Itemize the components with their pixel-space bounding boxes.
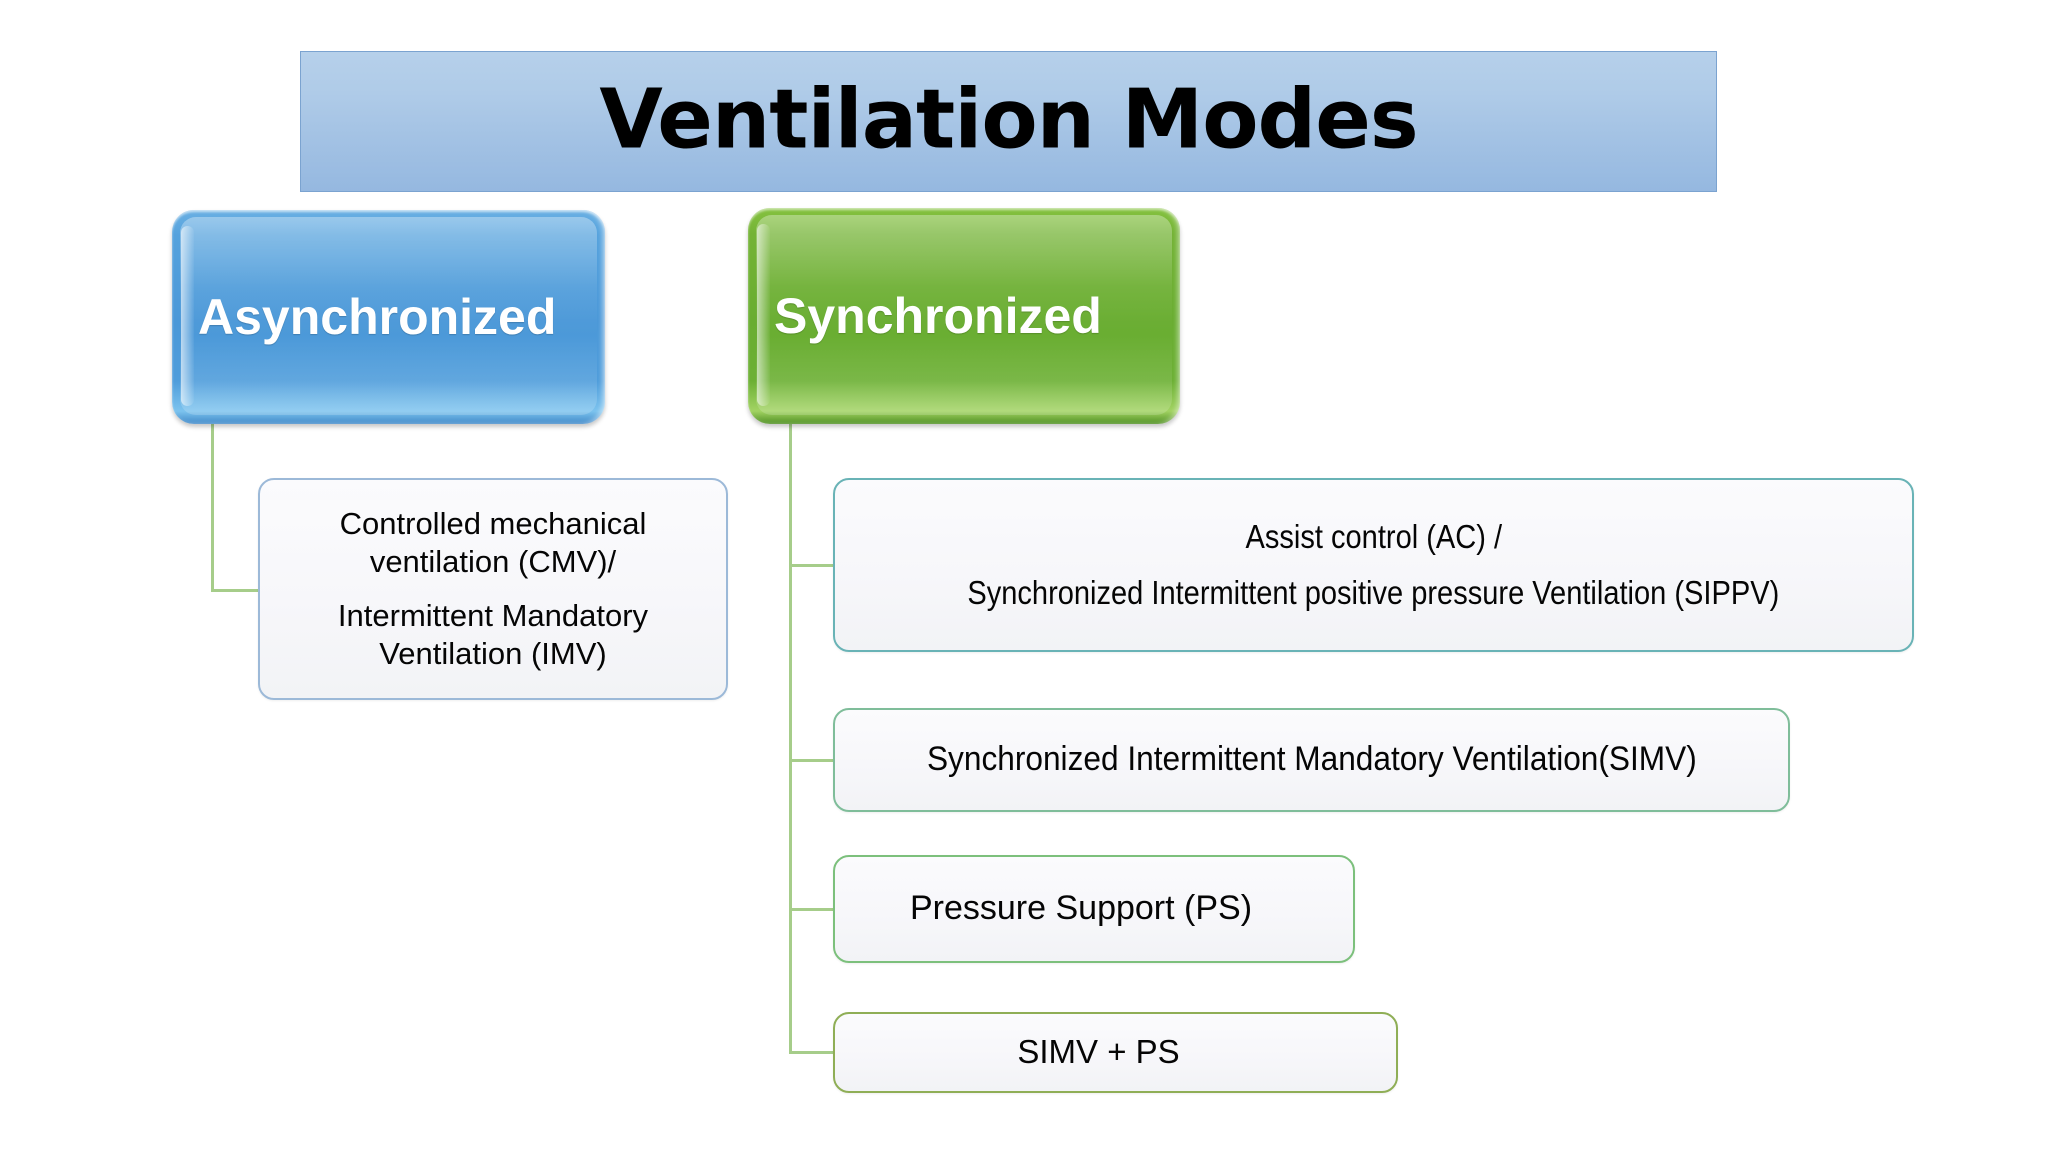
node-cmv-imv-line1: Controlled mechanical [339,506,647,542]
node-simv[interactable]: Synchronized Intermittent Mandatory Vent… [833,708,1790,812]
node-cmv-imv-line2: ventilation (CMV)/ [369,544,617,580]
node-pressure-support-label: Pressure Support (PS) [909,889,1253,928]
connector-sync-trunk [789,424,792,1053]
node-asynchronized-label: Asynchronized [198,289,557,345]
node-simv-plus-ps[interactable]: SIMV + PS [833,1012,1398,1093]
node-simv-plus-ps-label: SIMV + PS [1017,1033,1180,1071]
node-asynchronized[interactable]: Asynchronized [172,210,605,424]
connector-sync-branch-simv [789,759,835,762]
node-cmv-imv-line4: Ventilation (IMV) [379,635,607,671]
page-title: Ventilation Modes [599,71,1418,167]
node-synchronized-label: Synchronized [774,288,1102,344]
connector-async-vertical [211,424,214,592]
connector-sync-branch-ps [789,908,835,911]
node-pressure-support[interactable]: Pressure Support (PS) [833,855,1355,963]
node-simv-label: Synchronized Intermittent Mandatory Vent… [926,740,1697,779]
node-cmv-imv-line3: Intermittent Mandatory [337,598,649,633]
connector-async-horizontal [211,589,260,592]
node-ac-sippv-line2: Synchronized Intermittent positive press… [967,574,1780,611]
connector-sync-branch-sippv [789,564,835,567]
connector-sync-branch-simvps [789,1051,835,1054]
node-synchronized[interactable]: Synchronized [748,208,1180,424]
node-cmv-imv[interactable]: Controlled mechanical ventilation (CMV)/… [258,478,728,700]
node-ac-sippv-line1: Assist control (AC) / [1245,517,1502,555]
node-ac-sippv[interactable]: Assist control (AC) / Synchronized Inter… [833,478,1914,652]
title-banner: Ventilation Modes [300,51,1717,192]
